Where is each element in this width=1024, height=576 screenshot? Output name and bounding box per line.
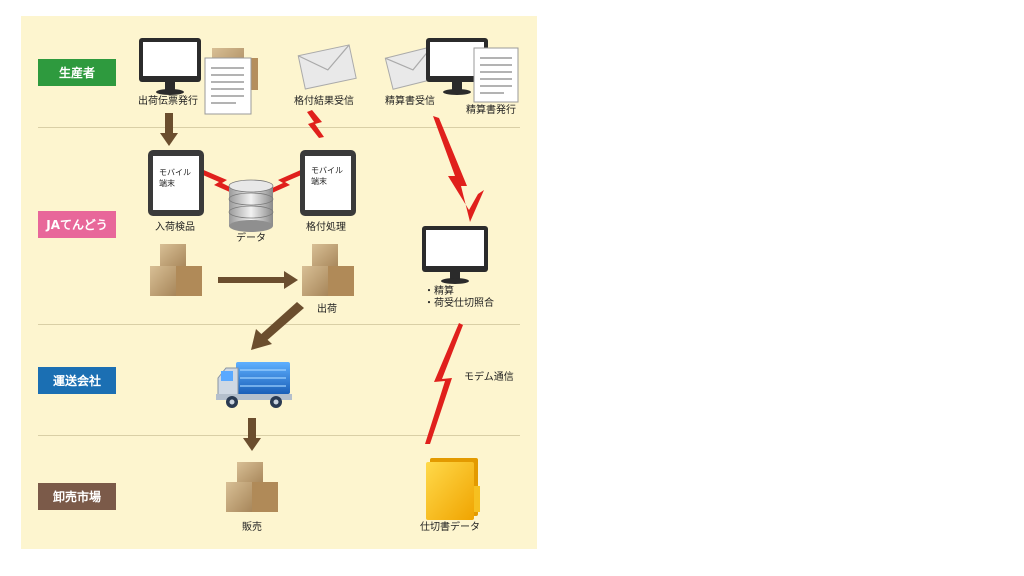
tablet-label: モバイル (311, 166, 343, 175)
arrow-icon (160, 113, 178, 146)
lightning-icon (196, 168, 236, 193)
role-producer: 生産者 (38, 59, 116, 86)
document-icon (473, 47, 519, 103)
tablet-label: 端末 (159, 179, 175, 188)
arrow-icon (251, 302, 304, 350)
label-data: データ (236, 233, 266, 244)
label-shipment: 出荷 (317, 304, 337, 315)
arrow-icon (218, 271, 298, 289)
tablet-label: 端末 (311, 177, 327, 186)
monitor-icon (422, 226, 488, 284)
lightning-icon (268, 169, 306, 193)
box-icon (150, 244, 202, 296)
label-grading-result: 格付結果受信 (294, 96, 354, 107)
envelope-icon (297, 44, 357, 90)
folder-icon (426, 458, 480, 520)
document-icon (204, 57, 252, 115)
monitor-icon (139, 38, 201, 95)
role-wholesale-market: 卸売市場 (38, 483, 116, 510)
lightning-icon (307, 110, 324, 138)
label-statement-issued: 精算書発行 (466, 105, 516, 116)
label-shipping-slip: 出荷伝票発行 (138, 96, 198, 107)
box-icon (302, 244, 354, 296)
label-settlement: ・精算 (424, 286, 454, 297)
tablet-icon (300, 150, 356, 216)
truck-icon (216, 362, 292, 408)
lane-divider (38, 435, 520, 436)
label-sales: 販売 (242, 522, 262, 533)
lane-divider (38, 127, 520, 128)
label-grading-process: 格付処理 (306, 222, 346, 233)
label-invoice-data: 仕切書データ (420, 522, 480, 533)
label-intake-inspection: 入荷検品 (155, 222, 195, 233)
role-transport-company: 運送会社 (38, 367, 116, 394)
box-icon (226, 462, 278, 512)
label-statement-received: 精算書受信 (385, 96, 435, 107)
label-modem: モデム通信 (464, 372, 514, 383)
label-reconciliation: ・荷受仕切照合 (424, 298, 494, 309)
lightning-icon (425, 323, 463, 444)
lightning-icon (433, 116, 484, 222)
database-icon (228, 179, 274, 232)
tablet-label: モバイル (159, 168, 191, 177)
role-ja-tendo: JAてんどう (38, 211, 116, 238)
arrow-icon (243, 418, 261, 451)
tablet-icon (148, 150, 204, 216)
